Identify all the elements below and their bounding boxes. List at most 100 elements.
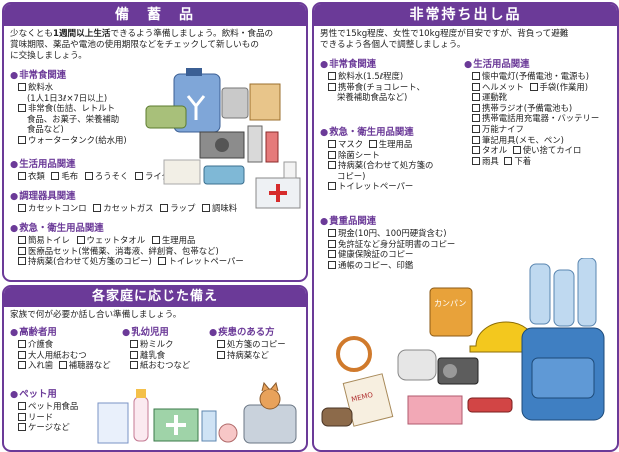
checkbox[interactable] — [18, 402, 26, 410]
canned-food-icon — [221, 87, 249, 119]
section-title: 非常食関連 — [10, 70, 127, 82]
checkbox[interactable] — [328, 260, 336, 269]
list-item: 毛布 — [51, 171, 78, 181]
list-item: 非常食(缶詰、レトルト — [18, 103, 127, 114]
list-item: 調味料 — [202, 203, 237, 213]
section-title: 調理器具関連 — [10, 191, 241, 203]
list-item: 飲料水(1.5ℓ程度) — [328, 71, 425, 82]
checkbox[interactable] — [472, 124, 480, 133]
checkbox[interactable] — [18, 204, 26, 212]
section-title: 非常食関連 — [320, 59, 425, 71]
cracker-can-label: カンパン — [434, 299, 466, 308]
section-title: ペット用 — [10, 389, 78, 401]
list-item: ろうそく — [84, 171, 128, 181]
cracker-can-icon — [429, 287, 473, 337]
checkbox[interactable] — [217, 350, 225, 359]
flashlight-icon — [467, 397, 513, 413]
checkbox[interactable] — [160, 204, 169, 212]
checkbox[interactable] — [472, 135, 480, 144]
checkbox[interactable] — [151, 236, 160, 244]
checkbox[interactable] — [135, 172, 144, 180]
list-item: 持病薬(合わせて処方箋のコピー) トイレットペーパー — [18, 256, 244, 267]
checkbox[interactable] — [328, 182, 336, 191]
checkbox[interactable] — [93, 204, 102, 212]
checkbox[interactable] — [368, 140, 377, 148]
checkbox[interactable] — [217, 340, 225, 348]
checkbox[interactable] — [18, 361, 26, 370]
checkbox[interactable] — [51, 172, 60, 180]
diaper-pack-icon — [97, 402, 129, 444]
checkbox[interactable] — [18, 340, 26, 348]
checkbox[interactable] — [328, 239, 336, 248]
blanket-icon — [145, 105, 187, 129]
pet-section: ペット用 ペット用食品 リード ケージなど — [10, 389, 78, 433]
checkbox[interactable] — [130, 340, 138, 348]
list-item: 健康保険証のコピー — [328, 249, 455, 260]
carry-daily-section: 生活用品関連 懐中電灯(予備電池・電源も) ヘルメット 手袋(作業用) 運動靴 … — [464, 59, 599, 166]
checkbox[interactable] — [328, 250, 336, 259]
list-item: 離乳食 — [130, 350, 190, 361]
section-title: 乳幼児用 — [122, 327, 190, 339]
stockpile-firstaid-section: 救急・衛生用品関連 簡易トイレ ウェットタオル 生理用品 医療品セット(常備薬、… — [10, 223, 244, 267]
household-title: 各家庭に応じた備え — [4, 287, 306, 307]
checkbox[interactable] — [529, 82, 538, 91]
checkbox[interactable] — [130, 361, 138, 370]
memo-pad-icon — [342, 373, 394, 427]
checkbox[interactable] — [18, 236, 26, 244]
list-item-note: 食品、お菓子、栄養補助 — [27, 113, 120, 124]
checkbox[interactable] — [158, 257, 167, 266]
emergency-bag-intro: 男性で15kg程度、女性で10kg程度が目安ですが、背負って避難 できるよう各個… — [320, 29, 569, 50]
list-item: トイレットペーパー — [328, 181, 433, 192]
checkbox[interactable] — [18, 246, 26, 255]
checkbox[interactable] — [202, 204, 211, 212]
stockpile-daily-section: 生活用品関連 衣類 毛布 ろうそく ライター — [10, 159, 182, 182]
checkbox[interactable] — [328, 72, 336, 80]
list-item: 雨具 下着 — [472, 156, 599, 167]
checkbox[interactable] — [472, 72, 480, 80]
checkbox[interactable] — [512, 146, 521, 155]
list-item: 簡易トイレ ウェットタオル 生理用品 — [18, 235, 244, 246]
list-item: 持病薬(合わせて処方箋の — [328, 160, 433, 171]
checkbox[interactable] — [18, 423, 26, 432]
checkbox[interactable] — [328, 140, 336, 148]
checkbox[interactable] — [328, 82, 336, 91]
checkbox[interactable] — [76, 236, 85, 244]
list-item: 持病薬など — [217, 350, 286, 361]
checkbox[interactable] — [472, 82, 480, 91]
checkbox[interactable] — [58, 361, 67, 370]
carry-valuables-section: 貴重品関連 現金(10円、100円硬貨含む) 免許証など身分証明書のコピー 健康… — [320, 216, 455, 270]
checkbox[interactable] — [18, 135, 26, 144]
checkbox[interactable] — [18, 350, 26, 359]
list-item: ラップ — [160, 203, 195, 213]
checkbox[interactable] — [472, 114, 480, 123]
checkbox[interactable] — [18, 104, 26, 113]
list-item: リード — [18, 412, 78, 423]
checkbox[interactable] — [472, 156, 480, 165]
list-item: 介護食 — [18, 339, 111, 350]
checkbox[interactable] — [328, 229, 336, 237]
list-item: ヘルメット 手袋(作業用) — [472, 82, 599, 93]
checkbox[interactable] — [472, 146, 480, 155]
household-supplies-illustration — [97, 381, 297, 444]
list-item-note: 栄養補助食品など) — [337, 92, 408, 103]
checkbox[interactable] — [18, 257, 26, 266]
checkbox[interactable] — [504, 156, 513, 165]
checkbox[interactable] — [18, 172, 26, 180]
emergency-bag-title: 非常持ち出し品 — [314, 4, 617, 26]
infant-section: 乳幼児用 粉ミルク 離乳食 紙おむつなど — [122, 327, 190, 371]
checkbox[interactable] — [84, 172, 93, 180]
checkbox[interactable] — [472, 93, 480, 102]
list-item: 除菌シート — [328, 150, 433, 161]
list-item: 万能ナイフ — [472, 124, 599, 135]
list-item: 携帯食(チョコレート、 — [328, 82, 425, 93]
checkbox[interactable] — [130, 350, 138, 359]
checkbox[interactable] — [18, 412, 26, 421]
checkbox[interactable] — [472, 103, 480, 112]
list-item: ケージなど — [18, 422, 78, 433]
checkbox[interactable] — [328, 161, 336, 170]
list-item-note: 食品など) — [27, 124, 64, 135]
pet-carrier-icon — [243, 404, 297, 444]
checkbox[interactable] — [328, 150, 336, 159]
checkbox[interactable] — [18, 83, 26, 91]
elderly-section: 高齢者用 介護食 大人用紙おむつ 入れ歯 補聴器など — [10, 327, 111, 371]
